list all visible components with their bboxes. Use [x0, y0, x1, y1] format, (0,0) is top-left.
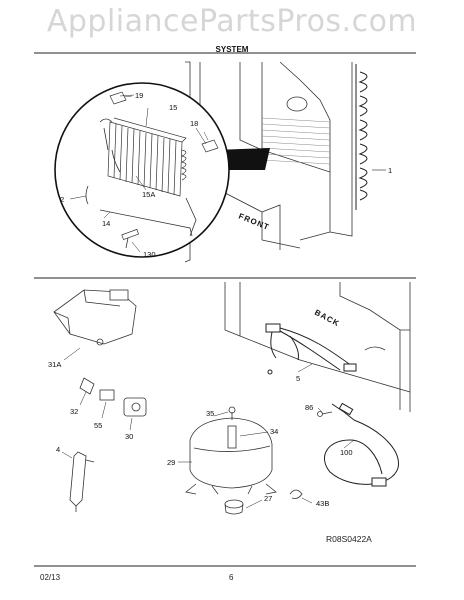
insulation-pad-19: [109, 91, 133, 105]
label-27: 27: [264, 494, 272, 503]
page-number: 6: [229, 573, 234, 582]
label-19: 19: [135, 91, 143, 100]
drain-pan-31a: [53, 289, 137, 346]
clip-43b: [289, 489, 303, 499]
compressor-29: [185, 406, 277, 495]
label-100: 100: [340, 448, 353, 457]
thermistor-wiring: [85, 118, 197, 237]
leader-31a: [63, 347, 81, 361]
label-15: 15: [169, 103, 177, 112]
screw-86: [317, 411, 333, 417]
hatch-panel: [261, 117, 331, 165]
grommet-27: [224, 499, 244, 515]
back-marking: BACK: [313, 308, 341, 329]
label-35: 35: [206, 409, 214, 418]
diagram-code: R08S0422A: [326, 534, 372, 544]
wiring-harness-5: [265, 323, 357, 375]
watermark-logo: AppliancePartsPros.com: [46, 4, 418, 39]
upper-leaders: [69, 94, 207, 253]
label-29: 29: [167, 458, 175, 467]
power-cord-100: [324, 402, 399, 487]
label-34: 34: [270, 427, 278, 436]
filter-drier-4: [69, 451, 95, 512]
relay-overload-parts: [79, 377, 147, 417]
leader-86: [317, 407, 323, 413]
back-panel-lower: [224, 282, 411, 412]
label-31a: 31A: [48, 360, 61, 369]
section-title: SYSTEM: [215, 45, 249, 54]
label-18: 18: [190, 119, 198, 128]
leader-5: [297, 363, 313, 373]
front-marking: FRONT: [237, 212, 271, 233]
label-43b: 43B: [316, 499, 329, 508]
label-14: 14: [102, 219, 110, 228]
label-32: 32: [70, 407, 78, 416]
leader-100: [343, 439, 355, 449]
label-130: 130: [143, 250, 156, 259]
label-30: 30: [125, 432, 133, 441]
label-1: 1: [388, 166, 392, 175]
label-5: 5: [296, 374, 300, 383]
condenser-coil: [355, 64, 368, 210]
label-4: 4: [56, 445, 60, 454]
compressor-leaders: [178, 411, 313, 509]
lower-left-leaders: [79, 391, 133, 431]
defrost-terminator-130: [121, 228, 139, 249]
insulation-pad-18: [201, 131, 219, 153]
magnifier-circle: [54, 82, 230, 258]
evaporator-coil: [107, 117, 187, 197]
label-55: 55: [94, 421, 102, 430]
label-15a: 15A: [142, 190, 155, 199]
label-86: 86: [305, 403, 313, 412]
label-2: 2: [60, 195, 64, 204]
footer-date: 02/13: [40, 573, 61, 582]
leader-4: [61, 451, 73, 459]
